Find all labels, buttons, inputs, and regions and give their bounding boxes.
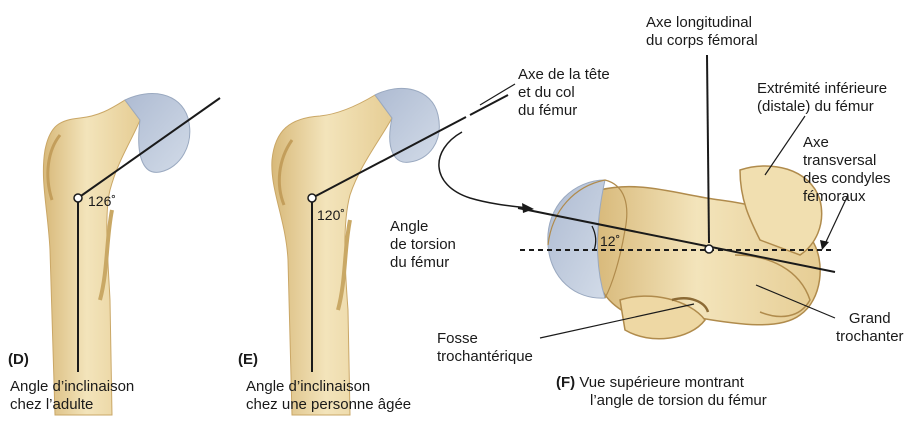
caption-d: Angle d’inclinaison chez l’adulte: [10, 378, 134, 414]
vertex-d: [74, 194, 82, 202]
vertex-f: [705, 245, 713, 253]
angle-label-e: 120˚: [317, 207, 345, 223]
angle-label-f: 12˚: [600, 233, 620, 249]
caption-f: (F) Vue supérieure montrant l’angle de t…: [556, 374, 767, 410]
label-fosse-trochanterique: Fosse trochantérique: [437, 330, 533, 366]
leader-axe-tete: [480, 84, 515, 105]
label-axe-transversal: Axe transversal des condyles fémoraux: [803, 134, 891, 206]
label-grand-trochanter: Grand trochanter: [836, 310, 904, 346]
panel-tag-f: (F): [556, 374, 575, 391]
angle-label-d: 126˚: [88, 193, 116, 209]
curved-arrow: [439, 132, 528, 208]
femur-d: [43, 100, 140, 415]
femur-e: [272, 95, 392, 415]
caption-e: Angle d’inclinaison chez une personne âg…: [246, 378, 411, 414]
vertex-e: [308, 194, 316, 202]
leader-extremite: [765, 116, 805, 175]
femoral-head-f: [548, 180, 605, 298]
label-angle-torsion: Angle de torsion du fémur: [390, 218, 456, 272]
leader-axe-transversal-head: [820, 240, 829, 250]
panel-tag-e: (E): [238, 351, 258, 368]
label-extremite-inferieure: Extrémité inférieure (distale) du fémur: [757, 80, 887, 116]
label-axe-longitudinal: Axe longitudinal du corps fémoral: [646, 14, 758, 50]
neck-axis-line-e-ext: [470, 95, 508, 115]
label-axe-tete-col: Axe de la tête et du col du fémur: [518, 66, 610, 120]
femoral-head-d: [125, 94, 190, 173]
panel-tag-d: (D): [8, 351, 29, 368]
